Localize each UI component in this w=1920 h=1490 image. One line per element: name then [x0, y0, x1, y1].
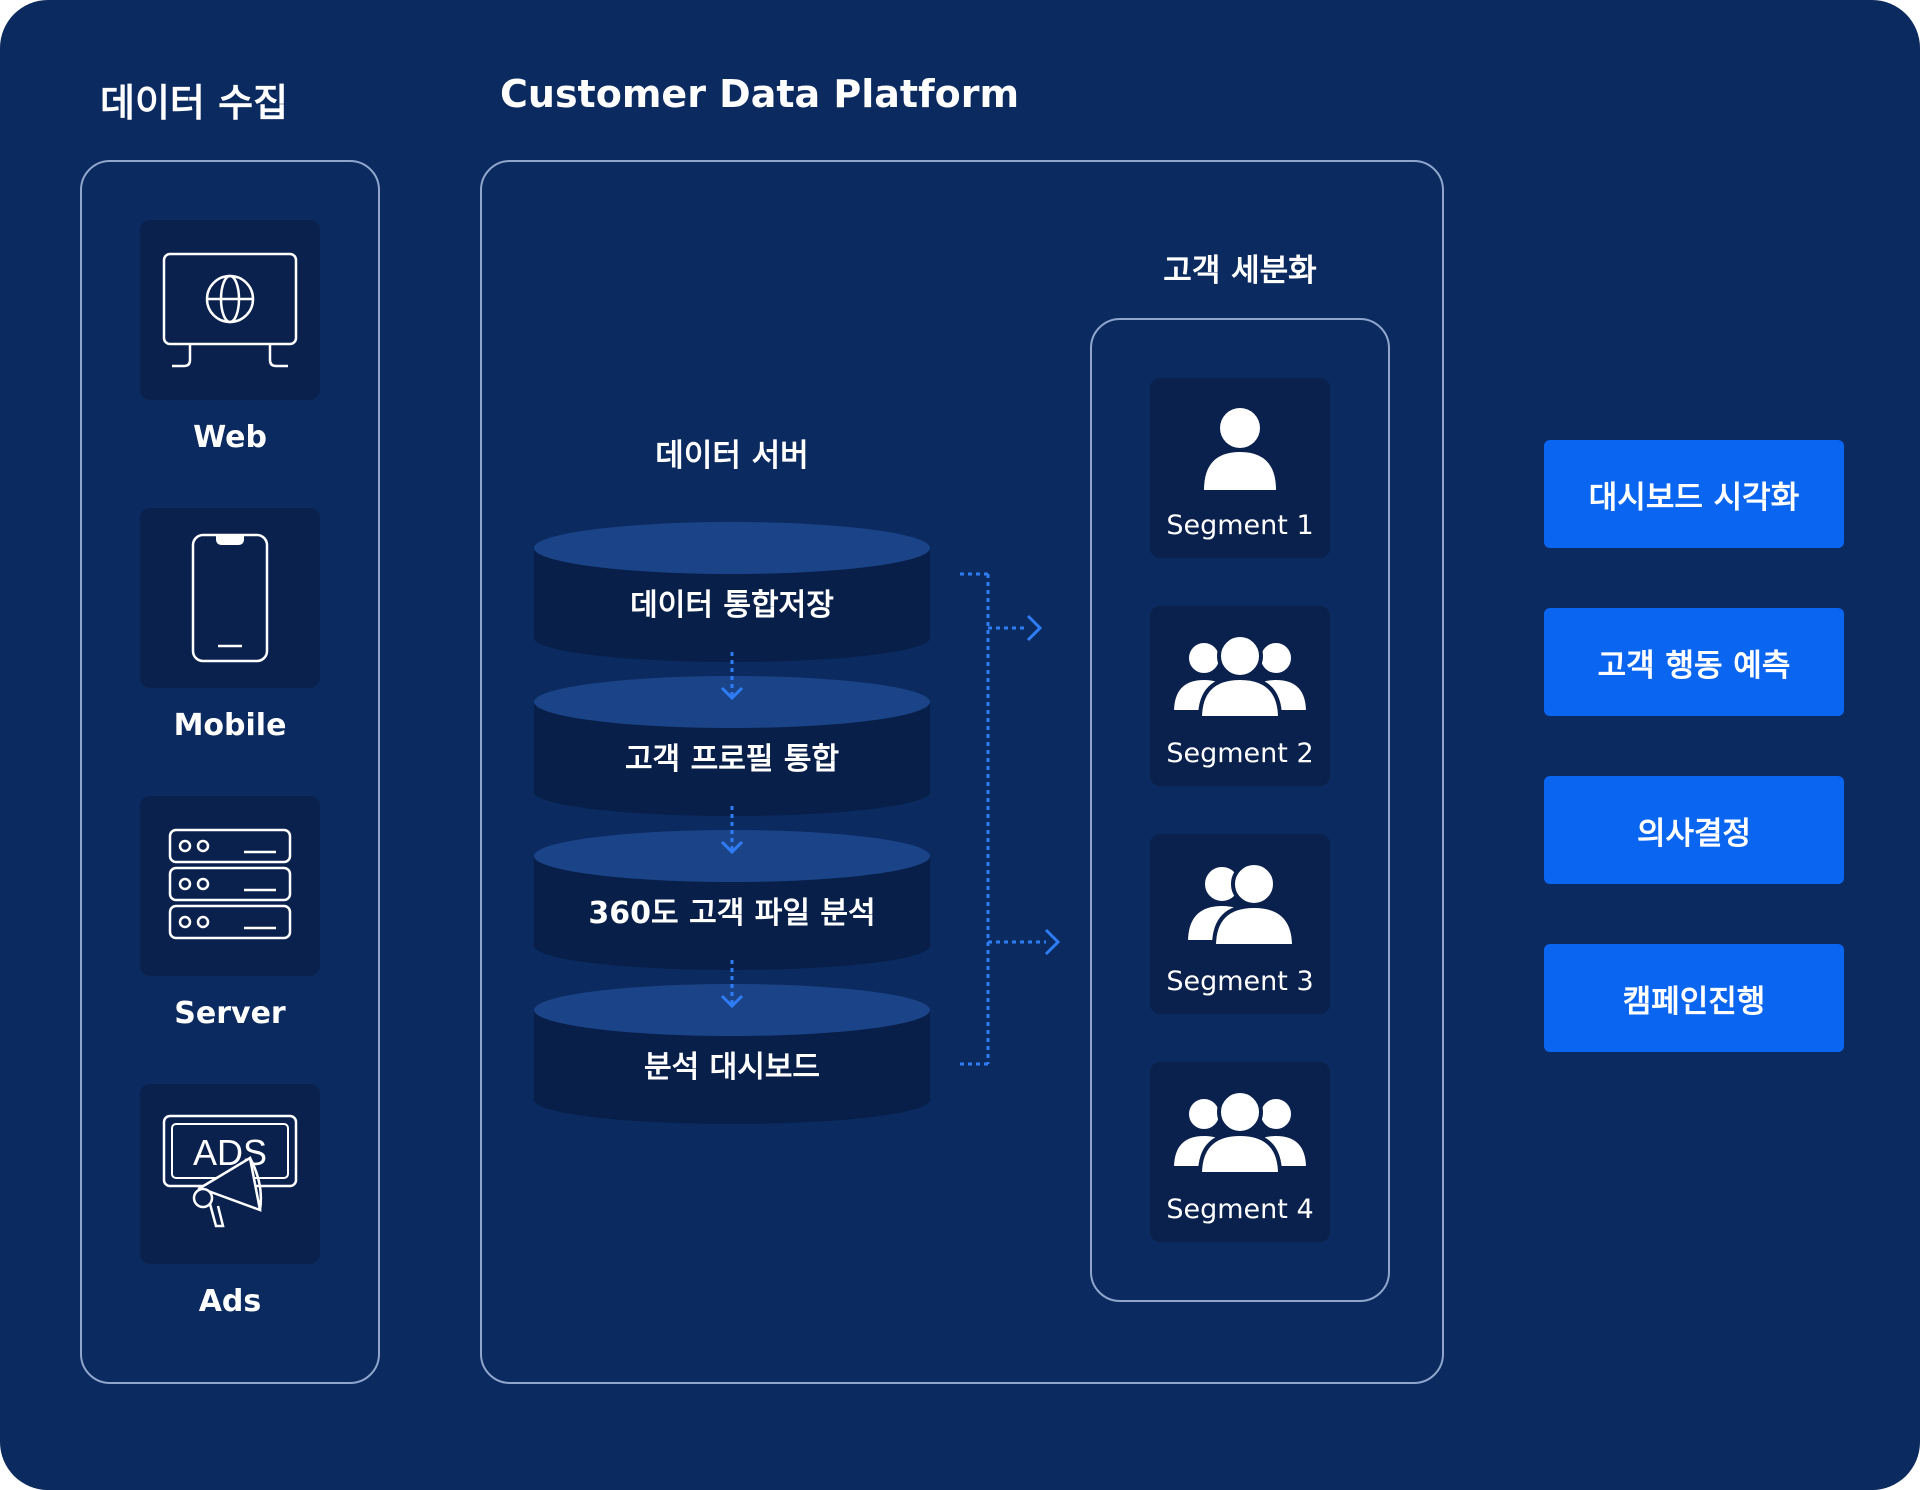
- user-group-icon: [1169, 633, 1311, 720]
- ads-megaphone-icon: ADS: [162, 1114, 298, 1228]
- segment-tile-3: Segment 3: [1150, 834, 1330, 1014]
- data-server-title: 데이터 서버: [655, 438, 809, 474]
- data-server-stack: [534, 522, 930, 1124]
- source-label-server: Server: [174, 996, 286, 1031]
- segmentation-title: 고객 세분화: [1163, 253, 1317, 289]
- pipeline-step-2: 고객 프로필 통합: [624, 742, 840, 777]
- dashboard-visualization-button[interactable]: 대시보드 시각화: [1544, 440, 1844, 548]
- decision-making-button[interactable]: 의사결정: [1544, 776, 1844, 884]
- single-user-icon: [1204, 408, 1276, 490]
- source-label-web: Web: [193, 420, 267, 455]
- source-tile-ads: ADS: [140, 1084, 320, 1264]
- segmentation-panel: [1090, 318, 1390, 1302]
- segment-label-2: Segment 2: [1166, 738, 1314, 769]
- segment-label-3: Segment 3: [1166, 966, 1314, 997]
- pipeline-step-1: 데이터 통합저장: [630, 588, 834, 623]
- svg-text:ADS: ADS: [193, 1132, 267, 1173]
- data-collection-panel: [80, 160, 380, 1384]
- cdp-title: Customer Data Platform: [500, 72, 1020, 116]
- segment-label-1: Segment 1: [1166, 510, 1314, 541]
- source-tile-server: [140, 796, 320, 976]
- segment-tile-2: Segment 2: [1150, 606, 1330, 786]
- campaign-execution-button[interactable]: 캠페인진행: [1544, 944, 1844, 1052]
- source-label-mobile: Mobile: [173, 708, 287, 743]
- segment-tile-1: Segment 1: [1150, 378, 1330, 558]
- behavior-prediction-button[interactable]: 고객 행동 예측: [1544, 608, 1844, 716]
- segment-connector: [960, 572, 1061, 1066]
- pipeline-step-3: 360도 고객 파일 분석: [588, 896, 876, 931]
- server-rack-icon: [168, 828, 292, 940]
- down-arrow-icon: [720, 652, 744, 1009]
- data-collection-title: 데이터 수집: [100, 81, 289, 125]
- source-label-ads: Ads: [198, 1284, 262, 1319]
- monitor-globe-icon: [162, 252, 298, 368]
- user-pair-icon: [1183, 861, 1297, 948]
- source-tile-mobile: [140, 508, 320, 688]
- source-tile-web: [140, 220, 320, 400]
- user-group-icon: [1169, 1089, 1311, 1176]
- cdp-panel: [480, 160, 1444, 1384]
- smartphone-icon: [191, 533, 269, 663]
- segment-label-4: Segment 4: [1166, 1194, 1314, 1225]
- pipeline-step-4: 분석 대시보드: [643, 1050, 821, 1085]
- segment-tile-4: Segment 4: [1150, 1062, 1330, 1242]
